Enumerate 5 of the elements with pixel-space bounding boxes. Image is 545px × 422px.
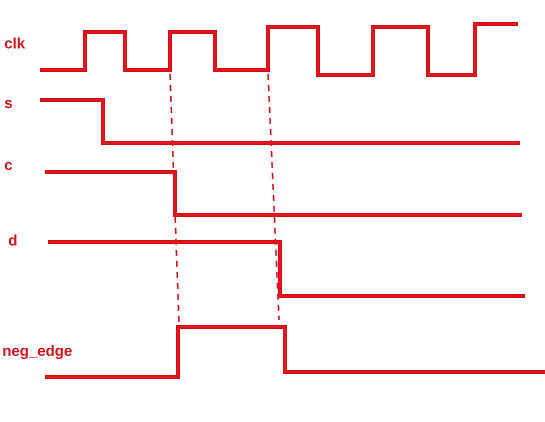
- signal-label: d: [8, 234, 16, 246]
- signal-label: clk: [4, 38, 26, 48]
- signal-label: c: [4, 162, 12, 170]
- signal-label: s: [4, 100, 12, 108]
- signal-label: neg_edge: [3, 344, 72, 360]
